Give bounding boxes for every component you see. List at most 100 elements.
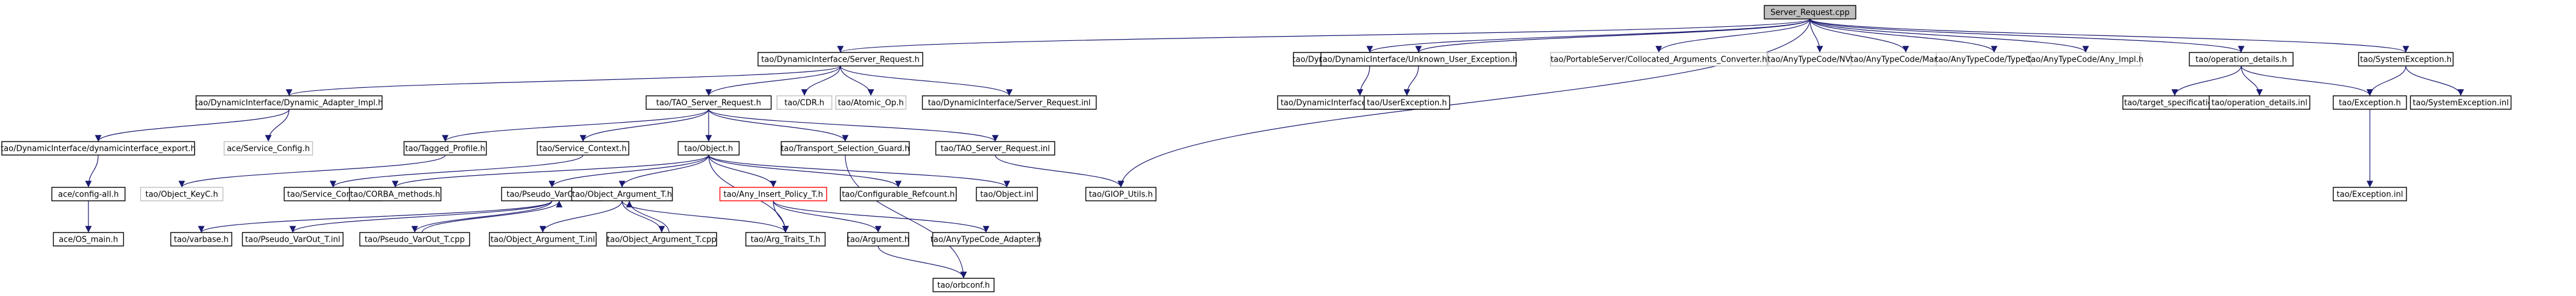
include-edge [1415,18,1811,53]
node-label: tao/Pseudo_VarOut_T.cpp [365,236,465,245]
header-file-node[interactable]: tao/SystemException.inl [2410,95,2512,110]
header-file-node[interactable]: tao/DynamicInterface/Unknown_User_Except… [1320,52,1518,67]
header-file-node[interactable]: tao/Tagged_Profile.h [403,141,487,156]
node-label: tao/AnyTypeCode/NVList.h [1767,56,1872,65]
include-edge [85,154,99,188]
node-box [488,232,597,247]
node-label: tao/target_specification.h [2124,99,2225,108]
include-edge [708,154,777,188]
node-label: tao/CDR.h [784,99,824,108]
node-label: tao/AnyTypeCode_Adapter.h [931,236,1042,245]
node-box [935,141,1056,156]
node-box [835,95,907,110]
header-file-node[interactable]: tao/AnyTypeCode/Marshal.h [1850,52,1961,67]
node-label: tao/DynamicInterface/dynamicinterface_ex… [1,145,196,154]
node-label: tao/Object_KeyC.h [145,190,218,200]
include-edge [618,154,709,188]
header-file-node[interactable]: tao/Service_Context.h [537,141,629,156]
include-edge [1356,65,1370,96]
node-label: tao/orbconf.h [937,281,990,291]
header-file-node[interactable]: tao/Arg_Traits_T.h [745,232,826,247]
include-edge [773,200,882,233]
include-edge [1366,18,1811,53]
header-file-node[interactable]: tao/orbconf.h [932,278,995,292]
node-label: tao/Service_Context.h [539,145,626,154]
node-label: tao/Exception.h [2339,99,2401,108]
header-file-node[interactable]: tao/Object_Argument_T.h [571,187,673,201]
header-file-node[interactable]: tao/AnyTypeCode_Adapter.h [931,232,1042,247]
node-label: tao/Any_Insert_Policy_T.h [723,190,823,200]
node-label: tao/TAO_Server_Request.h [656,99,761,108]
header-file-node[interactable]: tao/CORBA_methods.h [349,187,442,201]
header-file-node[interactable]: tao/AnyTypeCode/Any_Impl.h [2028,52,2144,67]
node-box [242,232,344,247]
header-file-node[interactable]: ace/OS_main.h [52,232,124,247]
header-file-node[interactable]: tao/Object_KeyC.h [140,187,224,201]
header-file-node[interactable]: tao/Exception.h [2333,95,2407,110]
node-box [1550,52,1768,67]
include-edge [1809,18,2410,53]
header-file-node[interactable]: tao/Pseudo_VarOut_T.cpp [359,232,470,247]
root-file-node[interactable]: Server_Request.cpp [1764,5,1856,20]
node-box [932,278,995,292]
header-file-node[interactable]: tao/Any_Insert_Policy_T.h [719,187,828,201]
node-label: ace/config-all.h [58,190,119,200]
include-edge [2405,65,2464,96]
node-label: tao/AnyTypeCode/Marshal.h [1850,56,1961,65]
node-box [170,232,232,247]
header-file-node[interactable]: tao/Transport_Selection_Guard.h [781,141,910,156]
include-edge [878,245,967,279]
header-file-node[interactable]: tao/operation_details.h [2189,52,2294,67]
header-file-node[interactable]: tao/Pseudo_VarOut_T.inl [242,232,344,247]
node-label: tao/varbase.h [174,236,229,245]
header-file-node[interactable]: tao/Atomic_Op.h [835,95,907,110]
node-label: ace/OS_main.h [59,236,118,245]
header-file-node[interactable]: ace/config-all.h [51,187,126,201]
header-file-node[interactable]: tao/DynamicInterface/Server_Request.h [757,52,923,67]
header-file-node[interactable]: tao/Object.inl [976,187,1038,201]
header-file-node[interactable]: ace/Service_Config.h [223,141,313,156]
header-file-node[interactable]: tao/operation_details.inl [2208,95,2311,110]
include-edge [626,200,670,233]
node-label: tao/Exception.inl [2337,190,2403,200]
include-edge [2366,65,2406,96]
header-file-node[interactable]: tao/CDR.h [776,95,832,110]
header-file-node[interactable]: tao/UserException.h [1364,95,1450,110]
include-edge [708,109,999,142]
node-box [776,95,832,110]
node-label: ace/Service_Config.h [227,145,310,154]
header-file-node[interactable]: tao/TAO_Server_Request.inl [935,141,1056,156]
node-label: tao/DynamicInterface/Unknown_User_Except… [1320,56,1518,65]
include-edge [1403,65,1419,96]
header-file-node[interactable]: tao/target_specification.h [2122,95,2227,110]
node-box [1764,5,1856,20]
header-file-node[interactable]: tao/Object_Argument_T.cpp [606,232,717,247]
node-label: tao/Tagged_Profile.h [405,145,485,154]
node-label: tao/TAO_Server_Request.inl [940,145,1050,154]
node-label: tao/DynamicInterface/Server_Request.inl [928,99,1091,108]
header-file-node[interactable]: tao/DynamicInterface/Server_Request.inl [921,95,1097,110]
node-box [2208,95,2311,110]
include-edge [2241,65,2263,96]
include-edge [178,154,446,188]
include-edge [708,154,1011,188]
header-file-node[interactable]: tao/PortableServer/Collocated_Arguments_… [1550,52,1768,67]
header-file-node[interactable]: tao/DynamicInterface/Dynamic_Adapter_Imp… [195,95,383,110]
node-label: Server_Request.cpp [1770,9,1850,18]
header-file-node[interactable]: tao/Configurable_Refcount.h [840,187,957,201]
node-label: tao/Pseudo_VarOut_T.inl [245,236,340,245]
include-edge [442,109,709,142]
node-box [745,232,826,247]
header-file-node[interactable]: tao/AnyTypeCode/NVList.h [1767,52,1872,67]
header-file-node[interactable]: tao/GIOP_Utils.h [1085,187,1157,201]
node-box [2030,52,2141,67]
header-file-node[interactable]: tao/varbase.h [170,232,232,247]
header-file-node[interactable]: tao/TAO_Server_Request.h [645,95,772,110]
header-file-node[interactable]: tao/Argument.h [847,232,909,247]
node-label: tao/SystemException.inl [2413,99,2508,108]
header-file-node[interactable]: tao/Object.h [678,141,740,156]
header-file-node[interactable]: tao/DynamicInterface/dynamicinterface_ex… [1,141,196,156]
header-file-node[interactable]: tao/SystemException.h [2358,52,2454,67]
header-file-node[interactable]: tao/Exception.inl [2333,187,2407,201]
header-file-node[interactable]: tao/Object_Argument_T.inl [488,232,597,247]
